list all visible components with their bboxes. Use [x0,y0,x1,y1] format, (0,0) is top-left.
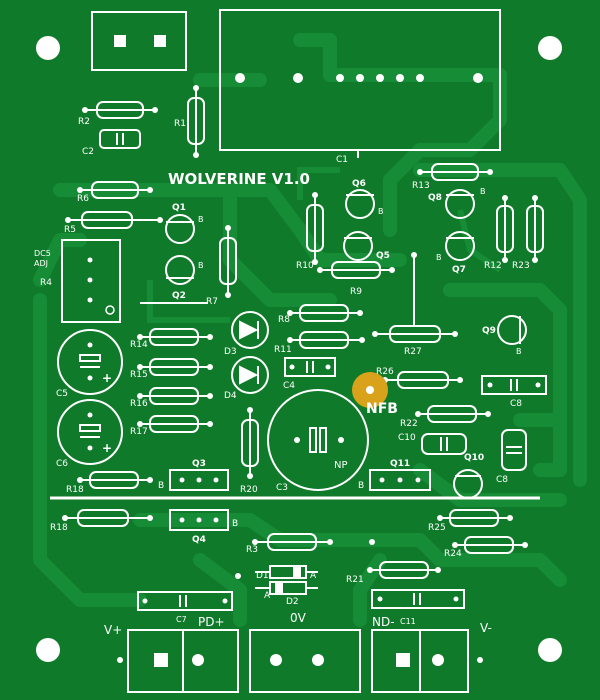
label-b-q4: B [232,519,238,529]
label-d1: D1 [256,571,269,581]
label-a1: A [310,571,317,581]
label-r5: R5 [64,225,76,235]
label-d3: D3 [224,347,237,357]
electrolytic-caps [57,329,123,465]
label-r8: R8 [278,315,290,325]
label-r6: R6 [77,194,89,204]
label-pd: PD+ [198,615,225,629]
label-c6: C6 [56,459,68,469]
terminal-blocks [127,629,469,693]
mounting-hole-tl [36,36,60,60]
mounting-hole-tr [538,36,562,60]
component-labels: R1 R2 C2 C1 R6 R5 Q1 B Q2 B DC5 ADJ R4 R… [34,117,530,626]
label-c8-lower: C8 [496,475,508,485]
label-r16: R16 [130,399,148,409]
label-r22: R22 [400,419,418,429]
label-c11: C11 [400,617,416,626]
label-b-q8: B [480,187,486,196]
label-r11: R11 [274,345,292,355]
label-d2: D2 [286,597,299,607]
label-b-q1: B [198,215,204,224]
label-r24: R24 [444,549,462,559]
label-dc: DC5 [34,249,51,258]
label-vminus: V- [480,621,492,635]
label-b-q7: B [436,253,442,262]
label-r1: R1 [174,119,186,129]
label-r12: R12 [484,261,502,271]
label-q6: Q6 [352,179,366,189]
label-b-q9: B [516,347,522,356]
label-r23: R23 [512,261,530,271]
label-r7: R7 [206,297,218,307]
label-r3: R3 [246,545,258,555]
label-0v: 0V [290,611,307,625]
diodes-led [231,311,269,394]
board-title: WOLVERINE V1.0 [168,170,310,188]
label-q8: Q8 [428,193,442,203]
label-r15: R15 [130,370,148,380]
copper-traces-thin [147,167,502,323]
label-c1: C1 [336,155,348,165]
label-q3: Q3 [192,459,206,469]
label-r27: R27 [404,347,422,357]
label-r17: R17 [130,427,148,437]
label-c10: C10 [398,433,416,443]
label-d4: D4 [224,391,237,401]
label-c4: C4 [283,381,295,391]
label-q11: Q11 [390,459,410,469]
resistors [65,88,544,579]
connector-top-left [91,11,187,71]
label-r26: R26 [376,367,394,377]
label-b-q3: B [158,481,164,491]
label-r21: R21 [346,575,364,585]
label-r13: R13 [412,181,430,191]
label-q10: Q10 [464,453,484,463]
label-r18-upper: R18 [66,485,84,495]
mounting-hole-br [538,638,562,662]
label-nd: ND- [372,615,395,629]
diodes [255,565,318,595]
label-r18-lower: R18 [50,523,68,533]
cap-c3 [267,389,369,491]
label-c7: C7 [176,615,187,624]
label-r25: R25 [428,523,446,533]
trimmer-r4 [61,239,121,323]
label-vplus: V+ [104,623,122,637]
label-r4: R4 [40,278,52,288]
mounting-holes [36,36,562,662]
label-c3: C3 [276,483,288,493]
heatsink-outline [219,9,501,151]
label-q2: Q2 [172,291,186,301]
label-r2: R2 [78,117,90,127]
label-a2: A [264,591,271,601]
capacitors [99,129,547,611]
svg-text:+: + [102,441,112,455]
label-b-q6: B [378,207,384,216]
label-b-q11: B [358,481,364,491]
label-r20: R20 [240,485,258,495]
label-np: NP [334,460,348,471]
label-q1: Q1 [172,203,186,213]
label-c2: C2 [82,147,94,157]
label-q7: Q7 [452,265,466,275]
mounting-hole-bl [36,638,60,662]
svg-text:+: + [102,371,112,385]
copper-traces [33,33,587,627]
label-r14: R14 [130,340,148,350]
label-q4: Q4 [192,535,206,545]
label-q5: Q5 [376,251,390,261]
transistors [165,189,527,499]
power-transistor-footprints [169,469,431,531]
label-q9: Q9 [482,326,496,336]
label-adj: ADJ [34,259,48,268]
label-r9: R9 [350,287,362,297]
label-r10: R10 [296,261,314,271]
power-labels: V+ PD+ 0V ND- V- [104,611,492,637]
label-c8-upper: C8 [510,399,522,409]
label-b-q2: B [198,261,204,270]
nfb-label: NFB [366,401,398,417]
label-c5: C5 [56,389,68,399]
